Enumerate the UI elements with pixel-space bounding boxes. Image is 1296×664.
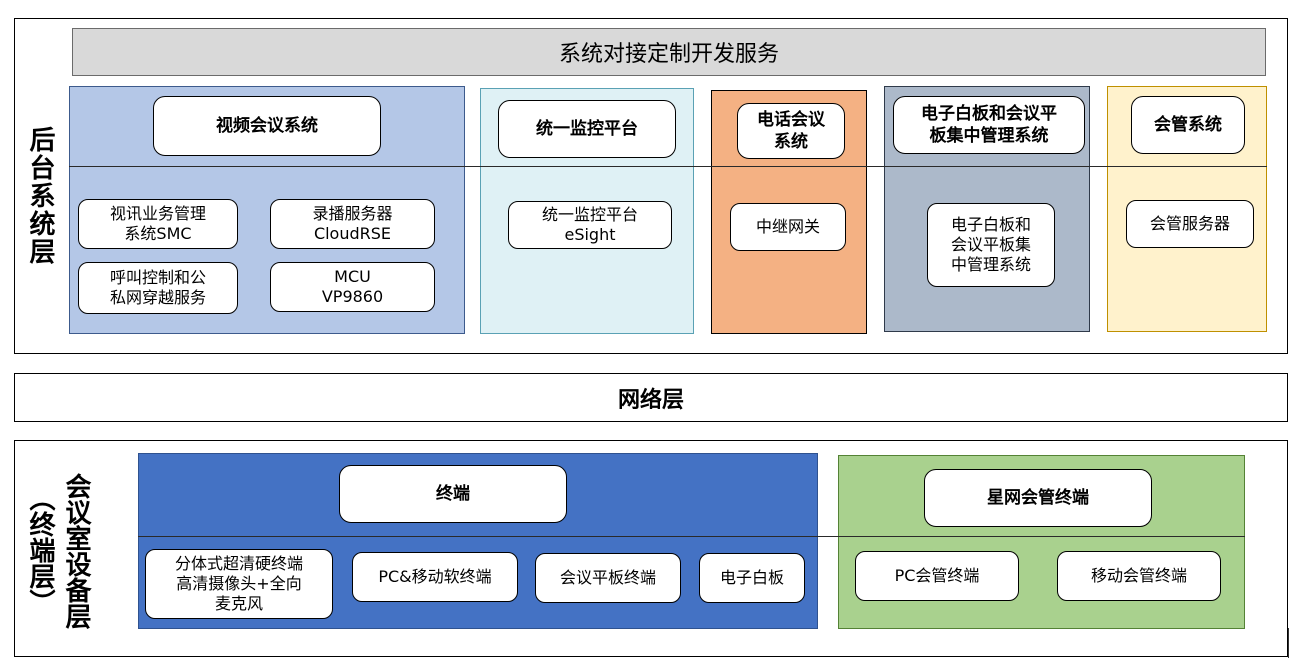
call-control-box: 呼叫控制和公 私网穿越服务 bbox=[78, 262, 238, 314]
trunk-gateway-box: 中继网关 bbox=[730, 203, 846, 251]
whiteboard-header: 电子白板和会议平 板集中管理系统 bbox=[893, 96, 1085, 154]
backend-layer-title: 后台系统层 bbox=[20, 96, 60, 296]
video-conference-header-label: 视频会议系统 bbox=[216, 116, 318, 136]
hard-terminal-box: 分体式超清硬终端 高清摄像头+全向 麦克风 bbox=[145, 549, 333, 619]
smc-box: 视讯业务管理 系统SMC bbox=[78, 199, 238, 249]
star-network-header: 星网会管终端 bbox=[924, 469, 1152, 527]
meeting-tablet-box: 会议平板终端 bbox=[535, 553, 681, 603]
meeting-mgmt-header: 会管系统 bbox=[1131, 96, 1245, 154]
pc-mgmt-terminal-box: PC会管终端 bbox=[855, 551, 1019, 601]
whiteboard-system-box: 电子白板和 会议平板集 中管理系统 bbox=[927, 203, 1055, 287]
phone-conference-header: 电话会议 系统 bbox=[737, 103, 845, 159]
dev-service-bar: 系统对接定制开发服务 bbox=[72, 28, 1266, 76]
meeting-mgmt-header-label: 会管系统 bbox=[1154, 115, 1222, 135]
meeting-room-layer-title: 会议室设备层 bbox=[58, 458, 94, 644]
terminal-header-label: 终端 bbox=[436, 484, 470, 504]
terminal-header: 终端 bbox=[339, 465, 567, 523]
monitor-header-label: 统一监控平台 bbox=[536, 119, 638, 139]
meeting-room-title-sub: （终端层） bbox=[25, 485, 55, 615]
backend-divider-line bbox=[69, 166, 1267, 167]
mcu-box: MCU VP9860 bbox=[270, 262, 435, 312]
terminal-divider-line bbox=[138, 536, 1245, 537]
meeting-room-title-main: 会议室设备层 bbox=[61, 473, 91, 629]
star-network-header-label: 星网会管终端 bbox=[987, 488, 1089, 508]
backend-layer-title-text: 后台系统层 bbox=[25, 126, 55, 266]
corner-mark bbox=[1288, 628, 1289, 658]
network-layer: 网络层 bbox=[14, 373, 1288, 422]
cloudrse-box: 录播服务器 CloudRSE bbox=[270, 199, 435, 249]
soft-terminal-box: PC&移动软终端 bbox=[352, 552, 518, 602]
whiteboard-box: 电子白板 bbox=[699, 553, 805, 603]
video-conference-header: 视频会议系统 bbox=[153, 96, 381, 156]
meeting-server-box: 会管服务器 bbox=[1126, 200, 1254, 248]
mobile-mgmt-terminal-box: 移动会管终端 bbox=[1057, 551, 1221, 601]
meeting-room-layer-subtitle: （终端层） bbox=[22, 475, 58, 625]
network-layer-title: 网络层 bbox=[617, 387, 684, 413]
monitor-header: 统一监控平台 bbox=[498, 100, 676, 158]
esight-box: 统一监控平台 eSight bbox=[508, 201, 672, 249]
dev-service-label: 系统对接定制开发服务 bbox=[558, 42, 779, 67]
